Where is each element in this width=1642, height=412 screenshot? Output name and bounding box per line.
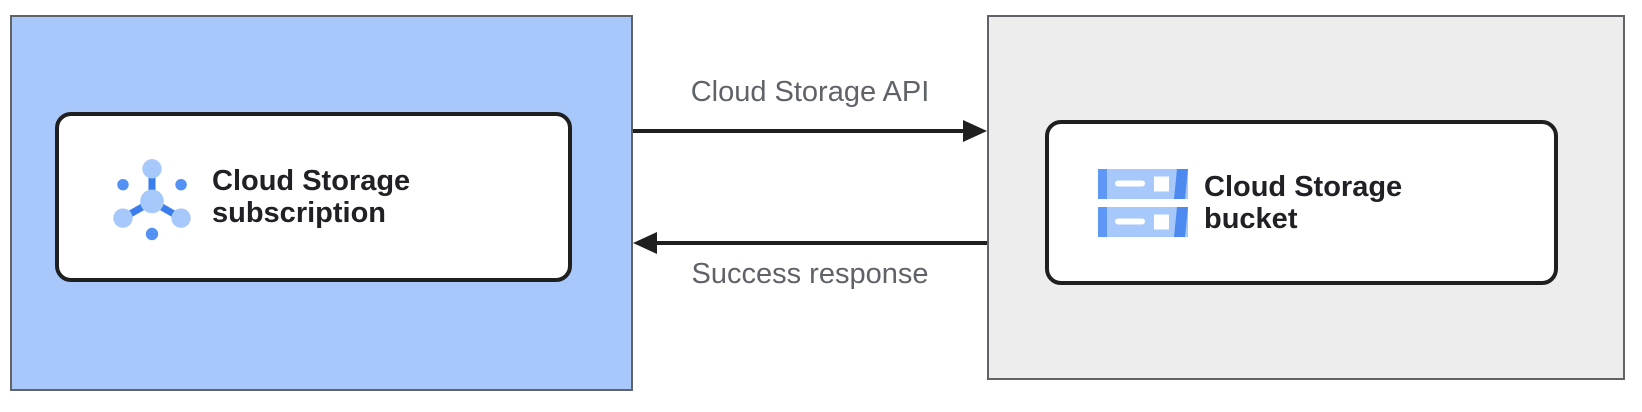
- api-arrow-label: Cloud Storage API: [690, 76, 930, 108]
- subscription-card-label: Cloud Storage subscription: [212, 165, 410, 229]
- bucket-card-label-line1: Cloud Storage: [1204, 170, 1403, 203]
- bucket-card-label: Cloud Storage bucket: [1204, 171, 1402, 235]
- response-arrow: [656, 241, 987, 245]
- subscription-card-label-line1: Cloud Storage: [212, 165, 411, 197]
- api-arrowhead-icon: [963, 120, 987, 142]
- pubsub-subscription-icon: [113, 159, 191, 241]
- bucket-card: Cloud Storage bucket: [1045, 120, 1558, 285]
- subscription-zone: Cloud Storage subscription: [10, 15, 633, 391]
- response-arrowhead-icon: [633, 232, 657, 254]
- bucket-card-label-line2: bucket: [1204, 202, 1298, 235]
- subscription-card-label-line2: subscription: [212, 197, 387, 229]
- cloud-storage-icon: [1098, 168, 1188, 237]
- response-arrow-label: Success response: [691, 258, 929, 290]
- bucket-zone: Cloud Storage bucket: [987, 15, 1625, 380]
- subscription-card: Cloud Storage subscription: [55, 112, 572, 282]
- api-arrow: [633, 129, 964, 133]
